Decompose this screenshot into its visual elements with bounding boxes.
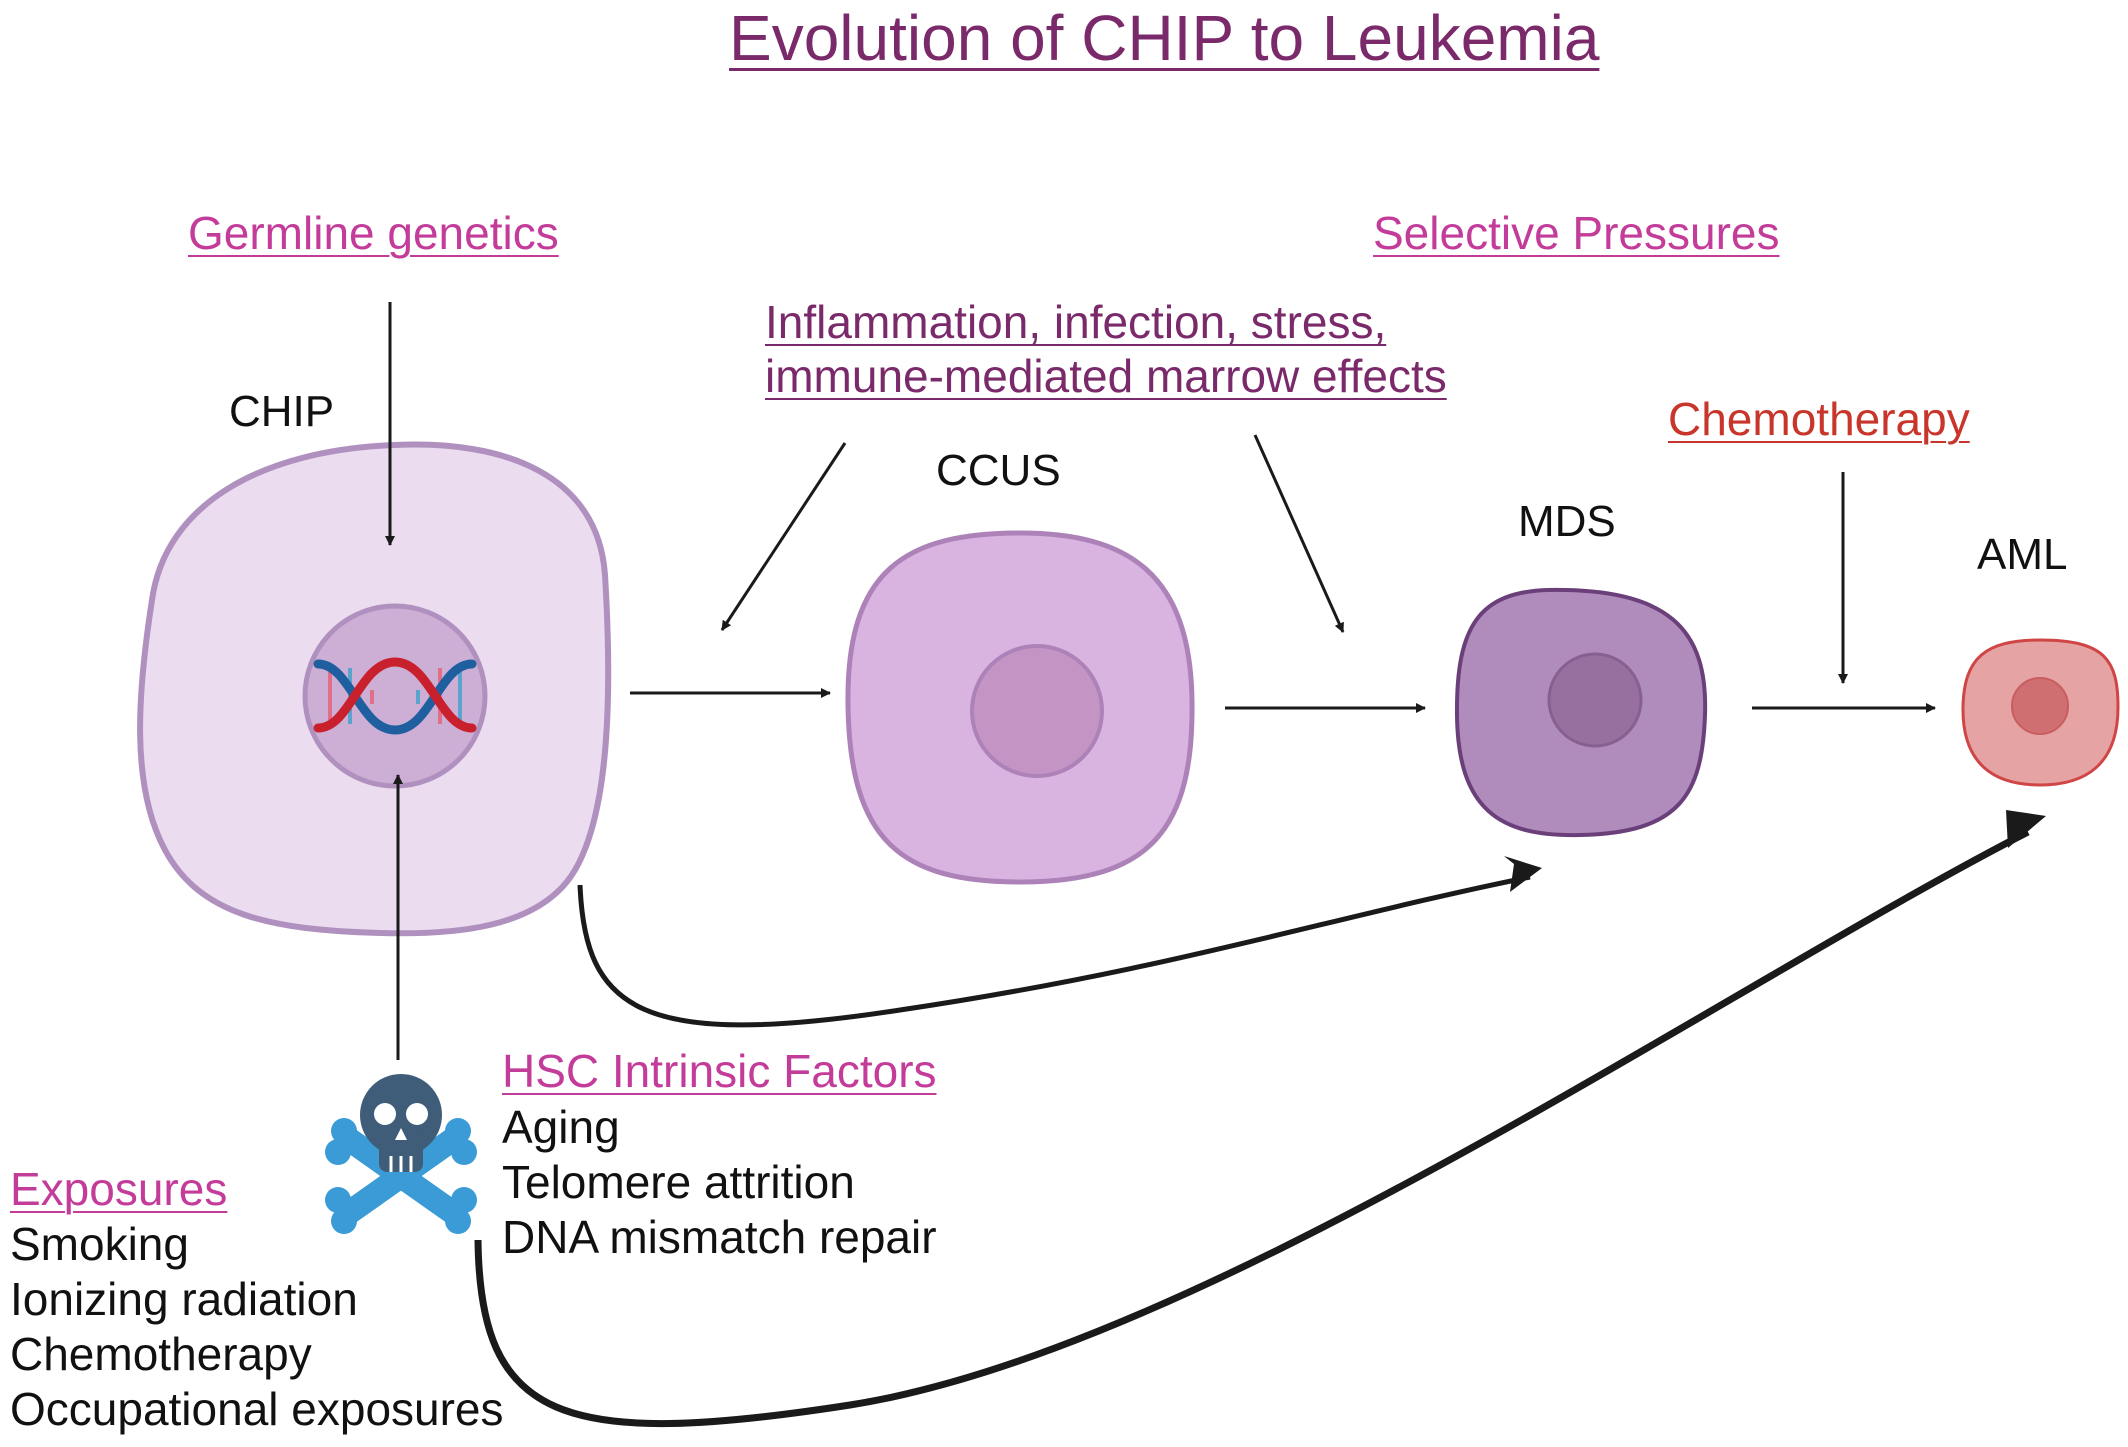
inflammation-label-line1: Inflammation, infection, stress, — [765, 296, 1387, 348]
diagram-title: Evolution of CHIP to Leukemia — [729, 2, 1600, 74]
inflammation-label-line2: immune-mediated marrow effects — [765, 350, 1447, 402]
curve-chip-to-mds-head — [1504, 856, 1542, 892]
chemotherapy-label: Chemotherapy — [1668, 393, 1970, 445]
hsc-item-aging: Aging — [502, 1101, 620, 1153]
stage-label-chip: CHIP — [229, 387, 335, 436]
ccus-nucleus — [970, 644, 1104, 778]
dna-icon — [313, 657, 477, 735]
germline-genetics-label: Germline genetics — [188, 207, 559, 259]
stage-label-aml: AML — [1977, 530, 2068, 579]
chip-nucleus — [302, 603, 488, 789]
exposure-item-radiation: Ionizing radiation — [10, 1273, 358, 1325]
chip-cell — [137, 441, 612, 937]
exposure-item-smoking: Smoking — [10, 1218, 189, 1270]
curve-chip-to-mds — [577, 874, 1531, 1028]
stage-label-mds: MDS — [1518, 497, 1616, 546]
exposures-heading: Exposures — [10, 1163, 228, 1215]
aml-cell — [1961, 638, 2120, 787]
aml-nucleus — [2011, 677, 2069, 735]
hsc-item-dna-repair: DNA mismatch repair — [502, 1211, 937, 1263]
skull-crossbones-icon — [325, 1074, 477, 1234]
arrow-inflammation-to-ccus — [720, 442, 847, 631]
ccus-cell — [845, 530, 1195, 885]
exposure-item-chemotherapy: Chemotherapy — [10, 1328, 312, 1380]
arrow-inflammation-to-mds — [1253, 434, 1345, 633]
hsc-item-telomere: Telomere attrition — [502, 1156, 855, 1208]
exposure-item-occupational: Occupational exposures — [10, 1383, 504, 1435]
curve-exposures-to-aml-head — [2006, 810, 2046, 848]
curve-exposures-to-aml — [474, 828, 2030, 1428]
mds-cell — [1454, 587, 1708, 838]
mds-nucleus — [1547, 652, 1643, 748]
selective-pressures-label: Selective Pressures — [1373, 207, 1780, 259]
stage-label-ccus: CCUS — [936, 446, 1061, 495]
hsc-intrinsic-heading: HSC Intrinsic Factors — [502, 1045, 937, 1097]
